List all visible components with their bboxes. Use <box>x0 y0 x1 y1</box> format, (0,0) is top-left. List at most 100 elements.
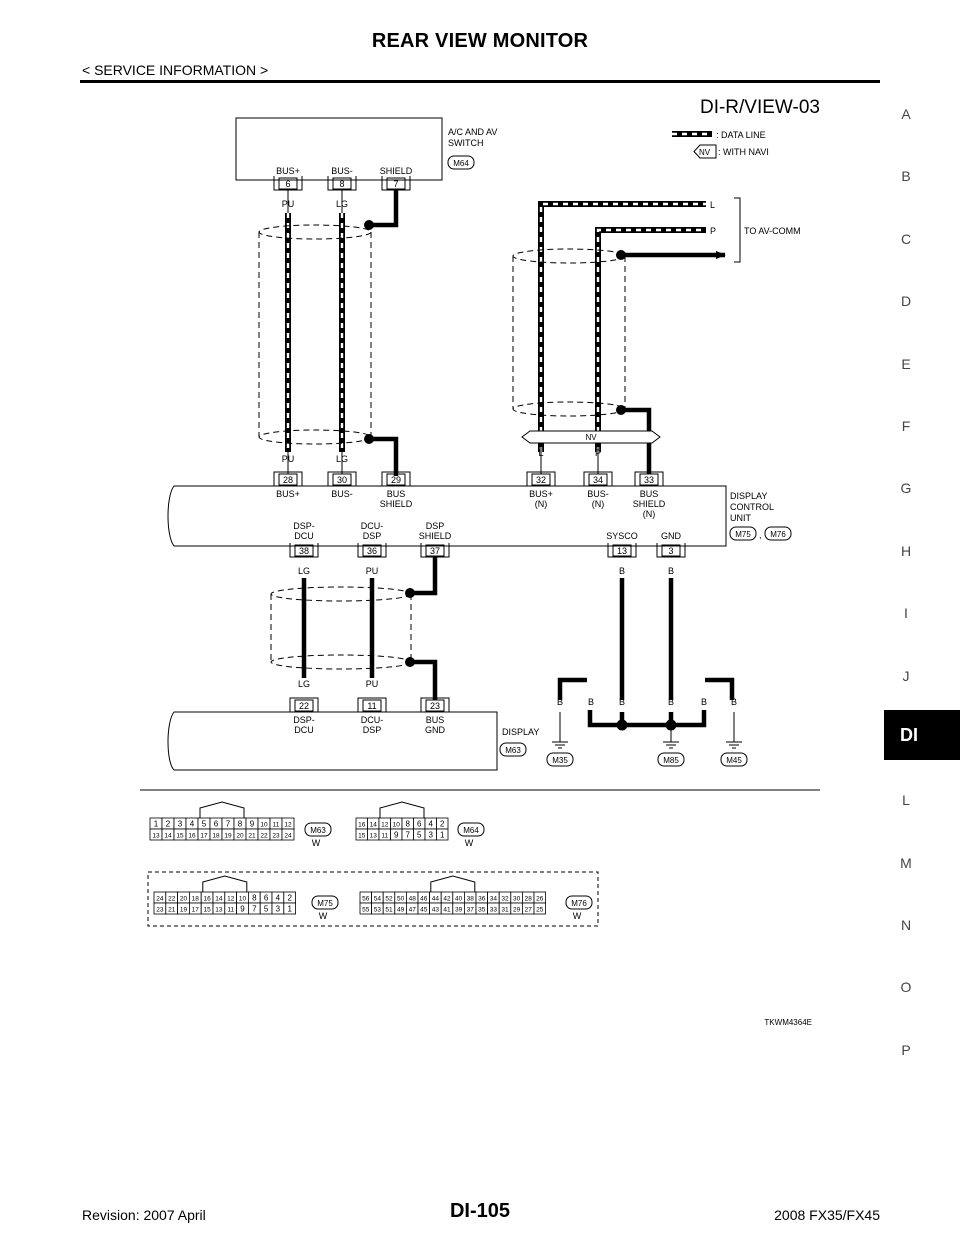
ground-symbol-m45 <box>726 741 742 749</box>
index-f[interactable]: F <box>901 417 911 434</box>
connector-pin-number: 7 <box>252 905 257 914</box>
ground-m35: M35 <box>552 756 568 765</box>
dcu-top-l1-34: BUS- <box>587 489 609 499</box>
ground-wiring: B B B B B B M35 M85 <box>546 677 748 767</box>
connector-pin-number: 51 <box>385 907 393 914</box>
connector-pin-number: 9 <box>394 831 399 840</box>
connector-pin-number: 4 <box>429 820 434 829</box>
nv-bar-label: NV <box>585 433 597 442</box>
ground-m85: M85 <box>663 756 679 765</box>
connector-pin-number: 26 <box>536 896 544 903</box>
connector-id: M63 <box>310 826 326 835</box>
footer-page-number: DI-105 <box>449 1200 511 1222</box>
connector-pin-number: 6 <box>214 820 219 829</box>
dcu-bot-l2-38: DCU <box>294 531 314 541</box>
connector-pin-number: 13 <box>152 833 160 840</box>
connector-pin-number: 16 <box>358 822 366 829</box>
connector-pin-number: 20 <box>236 833 244 840</box>
connector-pin-number: 30 <box>513 896 521 903</box>
legend-data-line: : DATA LINE <box>716 130 766 140</box>
connector-pin-number: 32 <box>501 896 509 903</box>
dcu-top-l2-34: (N) <box>592 499 605 509</box>
dcu-pin-38: 38 <box>299 546 309 556</box>
index-m[interactable]: M <box>900 854 912 871</box>
connector-pin-number: 47 <box>409 907 417 914</box>
ac-pin-label-shield: SHIELD <box>380 166 413 176</box>
connector-pin-number: 36 <box>478 896 486 903</box>
index-b[interactable]: B <box>901 168 911 185</box>
connector-pin-number: 13 <box>215 907 223 914</box>
index-l[interactable]: L <box>902 792 910 809</box>
connector-pin-number: 16 <box>188 833 196 840</box>
legend: : DATA LINE NV : WITH NAVI <box>672 130 769 159</box>
index-n[interactable]: N <box>900 917 912 934</box>
connector-pin-number: 11 <box>273 822 280 829</box>
index-tab-active[interactable]: DI <box>884 710 960 760</box>
connector-badge <box>565 895 593 910</box>
disp-l1-11: DCU- <box>361 715 384 725</box>
index-a[interactable]: A <box>901 106 911 122</box>
connector-pin-number: 6 <box>417 820 422 829</box>
connector-pin-number: 10 <box>393 822 401 829</box>
dcu-top-l2-33: SHIELD <box>633 499 666 509</box>
connector-id: M75 <box>317 899 333 908</box>
connector-pin-number: 7 <box>226 820 231 829</box>
connector-id: M76 <box>571 899 587 908</box>
index-h[interactable]: H <box>900 542 912 559</box>
dcu-pin-34: 34 <box>593 475 603 485</box>
index-j[interactable]: J <box>902 667 910 684</box>
index-o[interactable]: O <box>900 979 912 996</box>
connector-pin-number: 40 <box>455 896 463 903</box>
connector-pin-number: 22 <box>168 896 176 903</box>
figure-id: TKWM4364E <box>764 1018 812 1027</box>
connector-pin-number: 1 <box>440 831 445 840</box>
dcu-bot-l1-38: DSP- <box>293 521 315 531</box>
dcu-pin-37: 37 <box>430 546 440 556</box>
index-d[interactable]: D <box>900 293 912 310</box>
index-e[interactable]: E <box>901 355 911 372</box>
connector-badge <box>311 895 339 910</box>
legend-nv-symbol: NV <box>699 148 711 157</box>
connector-pin-number: 15 <box>358 833 366 840</box>
connector-pin-number: 28 <box>525 896 533 903</box>
disp-l2-23: GND <box>425 725 446 735</box>
disp-l1-22: DSP- <box>293 715 315 725</box>
display-connector: M63 <box>505 746 521 755</box>
dcu-top-l1-30: BUS- <box>331 489 353 499</box>
index-c[interactable]: C <box>900 230 912 247</box>
connector-pin-number: 10 <box>260 822 268 829</box>
connector-pin-number: 29 <box>513 907 521 914</box>
ac-pin-label-bus-plus: BUS+ <box>276 166 300 176</box>
connector-pin-number: 17 <box>200 833 208 840</box>
connector-pin-number: 53 <box>374 907 382 914</box>
connector-cell <box>436 828 449 841</box>
disp-pin-23: 23 <box>430 701 440 711</box>
dcu-pin-3: 3 <box>668 546 673 556</box>
dcu-bot-l1-36: DCU- <box>361 521 384 531</box>
index-g[interactable]: G <box>900 480 912 497</box>
connector-pin-number: 2 <box>440 820 445 829</box>
connector-latch <box>379 801 425 818</box>
connector-color: W <box>465 838 474 848</box>
connector-pin-number: 3 <box>178 820 183 829</box>
index-p[interactable]: P <box>901 1041 911 1058</box>
ac-pin-label-bus-minus: BUS- <box>331 166 353 176</box>
connector-pin-number: 3 <box>429 831 434 840</box>
disp-l2-11: DSP <box>363 725 382 735</box>
section-index: A B C D E F G H I J L M N O P <box>896 104 916 1102</box>
dcu-top-l3-33: (N) <box>643 509 656 519</box>
connector-pin-number: 21 <box>248 833 256 840</box>
connector-badge <box>457 822 485 837</box>
disp-l1-23: BUS <box>426 715 445 725</box>
footer-revision: Revision: 2007 April <box>82 1207 206 1223</box>
dcu-bot-wire-pu: PU <box>366 566 379 576</box>
connector-pin-number: 27 <box>525 907 533 914</box>
gnd-wire-5: B <box>701 697 707 707</box>
connector-pin-number: 1 <box>154 820 159 829</box>
ground-symbol-m35 <box>552 741 568 749</box>
display-unit: LG PU 22 11 23 DSP- DCU DCU- DSP BUS GND… <box>167 679 539 771</box>
connector-pin-number: 5 <box>417 831 422 840</box>
index-i[interactable]: I <box>904 605 908 622</box>
